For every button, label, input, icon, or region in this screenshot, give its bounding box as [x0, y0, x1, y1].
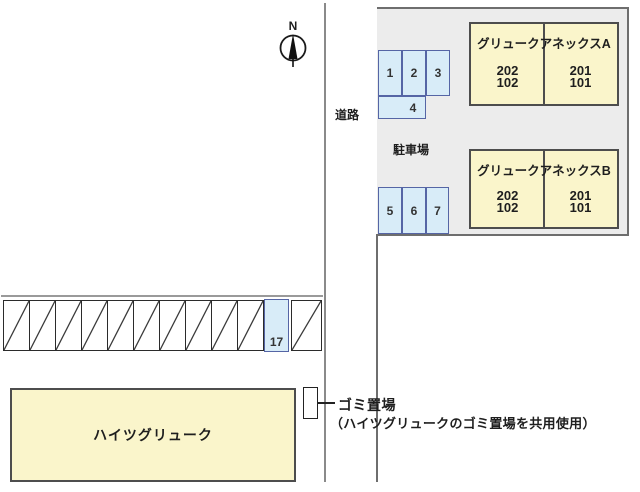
hatched-stall	[185, 300, 212, 351]
space-number: 2	[410, 66, 418, 80]
stall-diagonal	[238, 301, 263, 350]
hatched-stall	[81, 300, 108, 351]
stall-diagonal	[108, 301, 133, 350]
unit-number: 102	[496, 75, 519, 90]
north-compass: N	[277, 20, 309, 70]
unit-number: 101	[569, 75, 592, 90]
road-label: 道路	[335, 108, 360, 122]
stall-diagonal	[56, 301, 81, 350]
garbage-connector-line	[318, 402, 335, 404]
unit-number: 201	[569, 187, 592, 203]
unit-number: 102	[496, 200, 519, 215]
parking-space-17: 17	[264, 299, 289, 352]
space-17-label: 17	[269, 335, 284, 349]
site-area: 駐車場 1 2 3 4 5 6 7 グリュークアネックスA 202 102 20…	[377, 7, 629, 236]
stall-diagonal	[186, 301, 211, 350]
annex-a-unit-divider	[543, 24, 545, 104]
garbage-box	[303, 387, 318, 419]
compass-icon	[279, 34, 307, 67]
annex-a-left-unit: 202 102	[471, 50, 544, 104]
parking-space-3: 3	[426, 50, 450, 96]
hatched-stall	[211, 300, 238, 351]
parking-space-6: 6	[402, 187, 426, 234]
annex-b-left-unit: 202 102	[471, 177, 544, 227]
hatched-stall	[3, 300, 30, 351]
stall-diagonal	[160, 301, 185, 350]
space-number: 7	[434, 203, 441, 218]
hatched-stall	[133, 300, 160, 351]
hatched-stall	[291, 300, 322, 351]
stall-diagonal	[212, 301, 237, 350]
garbage-note: （ハイツグリュークのゴミ置場を共用使用）	[330, 416, 596, 431]
annex-a-right-unit: 201 101	[544, 50, 617, 104]
building-haitsu-glueck: ハイツグリューク	[10, 388, 296, 482]
stall-row-top-line	[1, 295, 323, 297]
compass-n-label: N	[288, 19, 298, 33]
hatched-stall	[29, 300, 56, 351]
hatched-stall	[107, 300, 134, 351]
space-number: 3	[434, 66, 442, 80]
unit-number: 101	[569, 200, 592, 215]
parking-space-2: 2	[402, 50, 426, 96]
space-number: 4	[409, 100, 417, 115]
haitsu-title: ハイツグリューク	[93, 427, 213, 443]
building-annex-a: グリュークアネックスA 202 102 201 101	[469, 22, 619, 106]
stall-diagonal	[30, 301, 55, 350]
hatched-stall	[237, 300, 264, 351]
building-annex-b: グリュークアネックスB 202 102 201 101	[469, 149, 619, 229]
garbage-label: ゴミ置場	[338, 397, 396, 413]
hatched-stall	[159, 300, 186, 351]
unit-number: 202	[496, 187, 519, 203]
parking-space-7: 7	[426, 187, 449, 234]
parking-space-1: 1	[378, 50, 402, 96]
parking-area-label: 駐車場	[393, 143, 430, 157]
parking-space-5: 5	[378, 187, 402, 234]
site-boundary-line	[376, 234, 378, 482]
unit-number: 202	[496, 62, 519, 78]
stall-diagonal	[292, 301, 321, 350]
unit-number: 201	[569, 62, 592, 78]
stall-diagonal	[82, 301, 107, 350]
stall-diagonal	[134, 301, 159, 350]
parking-space-4: 4	[378, 96, 426, 119]
annex-a-title: グリュークアネックスA	[477, 37, 611, 51]
space-number: 6	[410, 203, 418, 218]
space-number: 1	[386, 66, 394, 80]
stall-diagonal	[4, 301, 29, 350]
hatched-stall	[55, 300, 82, 351]
annex-b-title: グリュークアネックスB	[477, 164, 611, 178]
road-boundary-line	[324, 3, 326, 482]
annex-b-unit-divider	[543, 151, 545, 227]
space-number: 5	[386, 203, 394, 218]
annex-b-right-unit: 201 101	[544, 177, 617, 227]
